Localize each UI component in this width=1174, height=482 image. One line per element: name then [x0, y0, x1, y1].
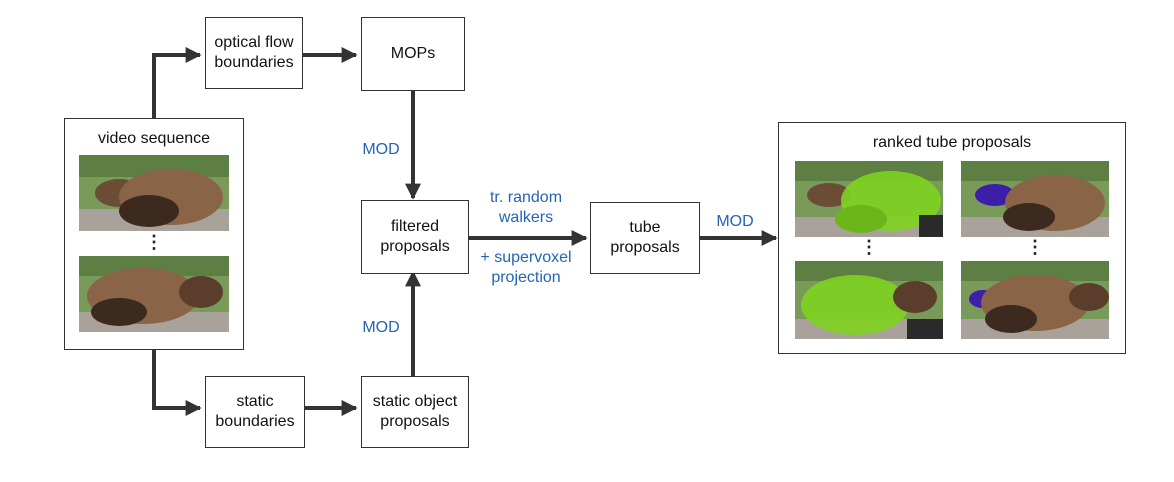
- arrow-video-to-static: [152, 350, 202, 416]
- static-boundaries-box: static boundaries: [205, 376, 305, 448]
- optical-flow-boundaries-box: optical flow boundaries: [205, 17, 303, 89]
- static-object-proposals-box: static object proposals: [361, 376, 469, 448]
- tube-proposals-box: tube proposals: [590, 202, 700, 274]
- supervoxel-label: + supervoxel projection: [480, 249, 572, 286]
- ranked-frame-3-image: [795, 261, 943, 339]
- video-frame-top-image: [79, 155, 229, 231]
- mops-box: MOPs: [361, 17, 465, 91]
- ranked-frame-2-image: [961, 161, 1109, 237]
- walkers-label: tr. random walkers: [489, 189, 563, 226]
- mod-label-bottom: MOD: [362, 319, 400, 336]
- filtered-proposals-box: filtered proposals: [361, 200, 469, 274]
- ranked-ellipsis-left: ⋮: [860, 237, 878, 257]
- video-sequence-label: video sequence: [97, 130, 211, 147]
- mod-label-top: MOD: [362, 141, 400, 158]
- optical-flow-boundaries-label: optical flow boundaries: [214, 34, 294, 71]
- ranked-frame-1-image: [795, 161, 943, 237]
- ranked-tube-proposals-label: ranked tube proposals: [872, 134, 1032, 151]
- video-sequence-box: video sequence ⋮: [64, 118, 244, 350]
- video-frame-bottom-image: [79, 256, 229, 332]
- video-ellipsis: ⋮: [145, 232, 163, 252]
- static-boundaries-label: static boundaries: [215, 393, 295, 430]
- ranked-tube-proposals-box: ranked tube proposals ⋮ ⋮: [778, 122, 1126, 354]
- arrow-video-to-optical: [152, 47, 202, 118]
- ranked-frame-4-image: [961, 261, 1109, 339]
- ranked-ellipsis-right: ⋮: [1026, 237, 1044, 257]
- mops-label: MOPs: [390, 45, 436, 62]
- tube-proposals-label: tube proposals: [610, 219, 680, 256]
- mod-label-right: MOD: [716, 213, 754, 230]
- static-object-proposals-label: static object proposals: [372, 393, 458, 430]
- filtered-proposals-label: filtered proposals: [380, 218, 450, 255]
